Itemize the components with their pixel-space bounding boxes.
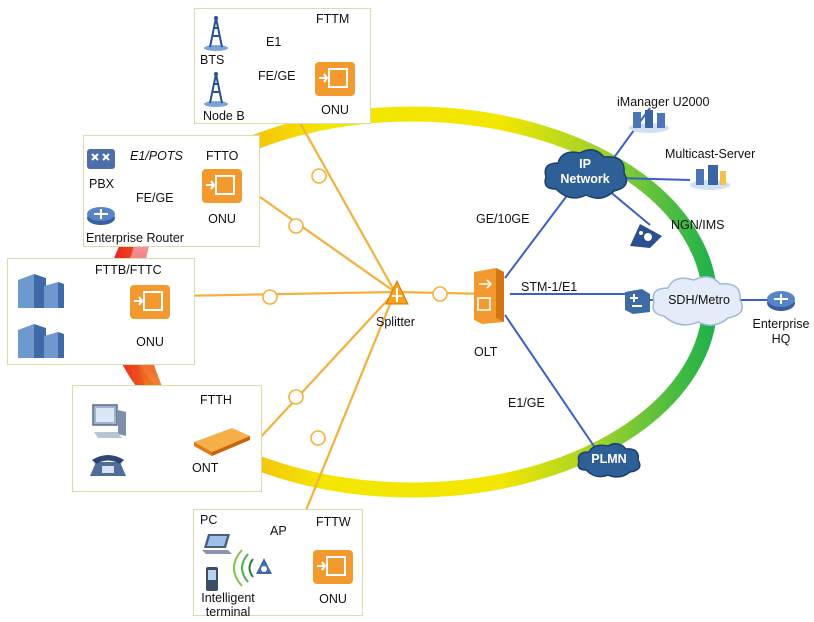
ftto-fe-ge-label: FE/GE: [136, 191, 174, 205]
imanager-label: iManager U2000: [617, 95, 710, 109]
fttm-e1-label: E1: [266, 35, 282, 49]
fttm-title: FTTM: [316, 12, 350, 26]
plmn-cloud-icon: [577, 442, 641, 478]
olt-icon: [474, 268, 504, 324]
node-b-tower-icon: [204, 72, 228, 107]
enterprise-hq-router-icon: [767, 291, 795, 311]
terminal-label-line2: terminal: [205, 605, 251, 619]
desktop-pc-icon: [92, 404, 126, 438]
fiber-lines: [174, 104, 491, 526]
ip-network-line1: IP: [579, 157, 591, 171]
ftto-onu-label: ONU: [208, 212, 236, 226]
splitter-icon: [385, 279, 409, 305]
bts-tower-icon: [204, 16, 228, 51]
multicast-server-label: Multicast-Server: [665, 147, 756, 161]
ngn-ims-icon: [630, 224, 662, 248]
ap-label: AP: [270, 524, 287, 538]
access-point-icon: [256, 558, 272, 574]
ip-network-cloud-icon: [544, 149, 628, 199]
stm1-e1-label: STM-1/E1: [521, 280, 578, 294]
wireless-signal-icon: [233, 549, 254, 587]
splitter-label: Splitter: [376, 315, 415, 329]
fiber-coil-markers: [262, 168, 448, 446]
building-icon: [18, 274, 64, 308]
e1-ge-label: E1/GE: [508, 396, 545, 410]
telephone-icon: [90, 455, 126, 476]
multicast-server-icon: [690, 165, 730, 190]
onu-icon: [130, 285, 170, 319]
onu-icon: [315, 62, 355, 96]
enterprise-hq-line2: HQ: [771, 332, 791, 346]
fttm-onu-label: ONU: [321, 103, 349, 117]
ngn-ims-label: NGN/IMS: [671, 218, 725, 232]
node-b-label: Node B: [203, 109, 245, 123]
enterprise-router-icon: [87, 207, 115, 225]
ont-label: ONT: [192, 461, 219, 475]
terminal-label-line1: Intelligent: [201, 591, 255, 605]
imanager-server-icon: [629, 110, 669, 133]
olt-label: OLT: [474, 345, 498, 359]
fttw-onu-label: ONU: [319, 592, 347, 606]
ont-device-icon: [194, 428, 250, 456]
ftth-title: FTTH: [200, 393, 232, 407]
ftto-e1-pots-label: E1/POTS: [130, 149, 183, 163]
pbx-icon: [87, 149, 115, 169]
onu-icon: [313, 550, 353, 584]
sdh-switch-icon: [625, 289, 650, 314]
enterprise-hq-line1: Enterprise: [752, 317, 810, 331]
onu-icon: [202, 169, 242, 203]
fttb-onu-label: ONU: [136, 335, 164, 349]
fttw-title: FTTW: [316, 515, 351, 529]
ip-network-line2: Network: [560, 172, 610, 186]
bts-label: BTS: [200, 53, 225, 67]
mobile-phone-icon: [206, 567, 218, 591]
pbx-label: PBX: [89, 177, 115, 191]
plmn-label: PLMN: [591, 452, 627, 466]
building-icon: [18, 324, 64, 358]
fttm-fe-ge-label: FE/GE: [258, 69, 296, 83]
laptop-icon: [202, 534, 232, 554]
sdh-metro-label: SDH/Metro: [668, 293, 730, 307]
ge-10ge-label: GE/10GE: [476, 212, 530, 226]
fttb-title: FTTB/FTTC: [95, 263, 162, 277]
ftto-title: FTTO: [206, 149, 239, 163]
sdh-metro-cloud-icon: [652, 276, 743, 326]
enterprise-router-label: Enterprise Router: [86, 231, 184, 245]
pc-label: PC: [200, 513, 218, 527]
